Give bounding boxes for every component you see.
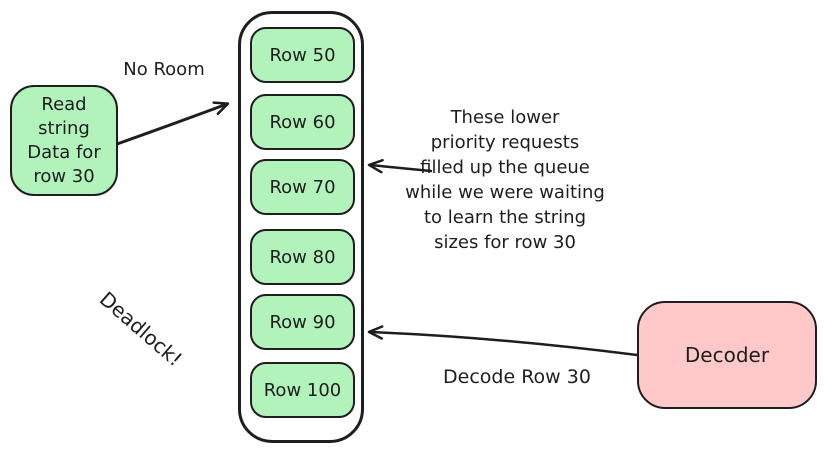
- decoder-label: Decoder: [684, 343, 770, 367]
- decoder-box: Decoder: [637, 301, 817, 409]
- queue-row-60: Row 60: [250, 94, 355, 150]
- annotation-line: These lower: [450, 107, 560, 128]
- no-room-arrow: [115, 101, 230, 146]
- read-request-line: string: [38, 117, 90, 139]
- queue-row-50: Row 50: [250, 27, 355, 83]
- queue-row-80: Row 80: [250, 229, 355, 285]
- read-request-line: Data for: [27, 141, 101, 163]
- annotation-line: priority requests: [430, 132, 580, 153]
- decode-arrow: [367, 325, 639, 357]
- queue-full-annotation: These lower priority requests filled up …: [398, 105, 612, 255]
- no-room-label: No Room: [123, 59, 205, 80]
- decode-row-label: Decode Row 30: [443, 366, 591, 388]
- annotation-line: to learn the string: [423, 207, 587, 228]
- read-request-line: Read: [41, 93, 87, 115]
- read-request-line: row 30: [33, 165, 95, 187]
- annotation-line: sizes for row 30: [434, 232, 576, 253]
- read-request-box: Read string Data for row 30: [10, 85, 118, 196]
- queue-container: Row 50 Row 60 Row 70 Row 80 Row 90 Row 1…: [238, 11, 364, 443]
- queue-row-70: Row 70: [250, 159, 355, 215]
- queue-row-100: Row 100: [250, 362, 355, 418]
- deadlock-label: Deadlock!: [94, 286, 187, 372]
- queue-row-90: Row 90: [250, 294, 355, 350]
- annotation-line: while we were waiting: [405, 182, 605, 203]
- annotation-line: filled up the queue: [420, 157, 590, 178]
